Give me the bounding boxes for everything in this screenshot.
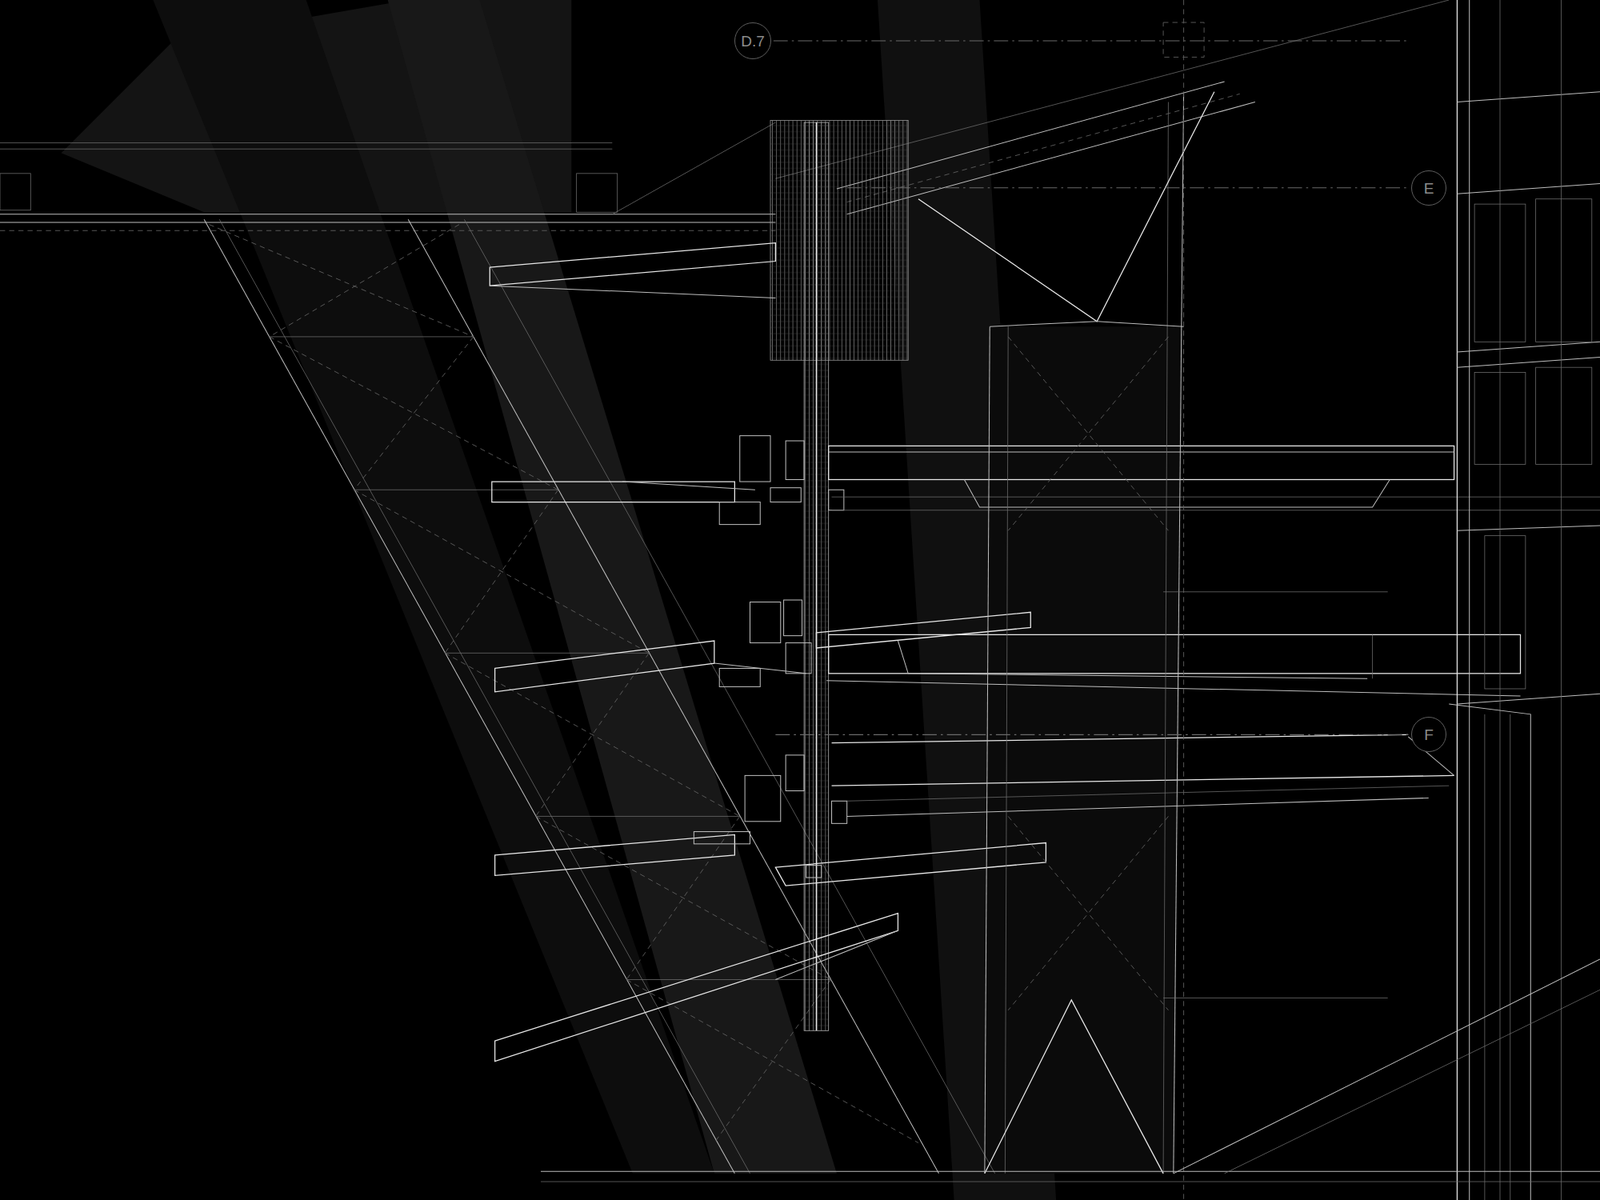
- grid-label: F: [1424, 727, 1434, 743]
- grid-bubble: D.7: [734, 22, 772, 60]
- grid-bubble: E: [1411, 170, 1447, 206]
- grid-bubble: F: [1411, 716, 1447, 752]
- grid-label: D.7: [740, 33, 765, 49]
- grid-label: E: [1424, 180, 1435, 196]
